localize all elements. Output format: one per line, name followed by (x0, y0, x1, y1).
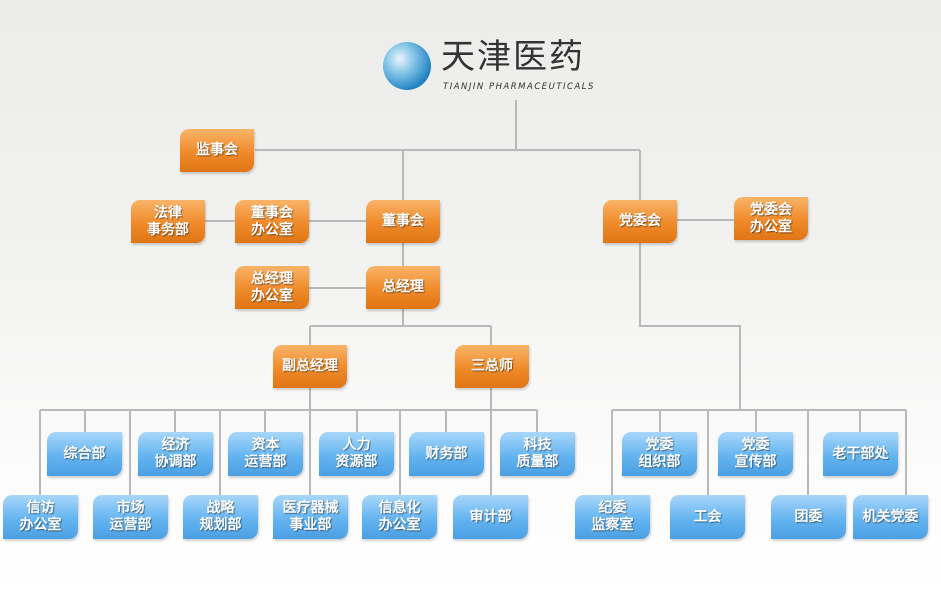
dept-node[interactable]: 科技 质量部 (500, 432, 575, 476)
party-dept-node[interactable]: 机关党委 (853, 495, 928, 539)
logo-name-cn: 天津医药 (441, 38, 585, 76)
party-dept-node[interactable]: 党委 宣传部 (718, 432, 793, 476)
node-supervisory-board[interactable]: 监事会 (180, 129, 254, 172)
party-dept-node[interactable]: 工会 (670, 495, 745, 539)
dept-node[interactable]: 战略 规划部 (183, 495, 258, 539)
globe-icon (383, 42, 431, 90)
node-gm-office[interactable]: 总经理 办公室 (235, 266, 309, 309)
dept-node[interactable]: 市场 运营部 (93, 495, 168, 539)
node-board[interactable]: 董事会 (366, 200, 440, 243)
dept-node[interactable]: 医疗器械 事业部 (273, 495, 348, 539)
party-dept-node[interactable]: 团委 (771, 495, 846, 539)
dept-node[interactable]: 信息化 办公室 (362, 495, 437, 539)
node-party-office[interactable]: 党委会 办公室 (734, 197, 808, 240)
dept-node[interactable]: 财务部 (409, 432, 484, 476)
dept-node[interactable]: 综合部 (47, 432, 122, 476)
party-dept-node[interactable]: 党委 组织部 (622, 432, 697, 476)
dept-node[interactable]: 经济 协调部 (138, 432, 213, 476)
party-dept-node[interactable]: 老干部处 (823, 432, 898, 476)
dept-node[interactable]: 人力 资源部 (319, 432, 394, 476)
node-gm[interactable]: 总经理 (366, 266, 440, 309)
node-chief-officers[interactable]: 三总师 (455, 345, 529, 388)
dept-node[interactable]: 审计部 (453, 495, 528, 539)
party-dept-node[interactable]: 纪委 监察室 (575, 495, 650, 539)
node-legal-affairs[interactable]: 法律 事务部 (131, 200, 205, 243)
node-party-committee[interactable]: 党委会 (603, 200, 677, 243)
dept-node[interactable]: 信访 办公室 (3, 495, 78, 539)
dept-node[interactable]: 资本 运营部 (228, 432, 303, 476)
node-deputy-gm[interactable]: 副总经理 (273, 345, 347, 388)
company-logo: 天津医药 TIANJIN PHARMACEUTICALS (383, 38, 598, 94)
logo-name-en: TIANJIN PHARMACEUTICALS (443, 82, 595, 92)
node-board-office[interactable]: 董事会 办公室 (235, 200, 309, 243)
